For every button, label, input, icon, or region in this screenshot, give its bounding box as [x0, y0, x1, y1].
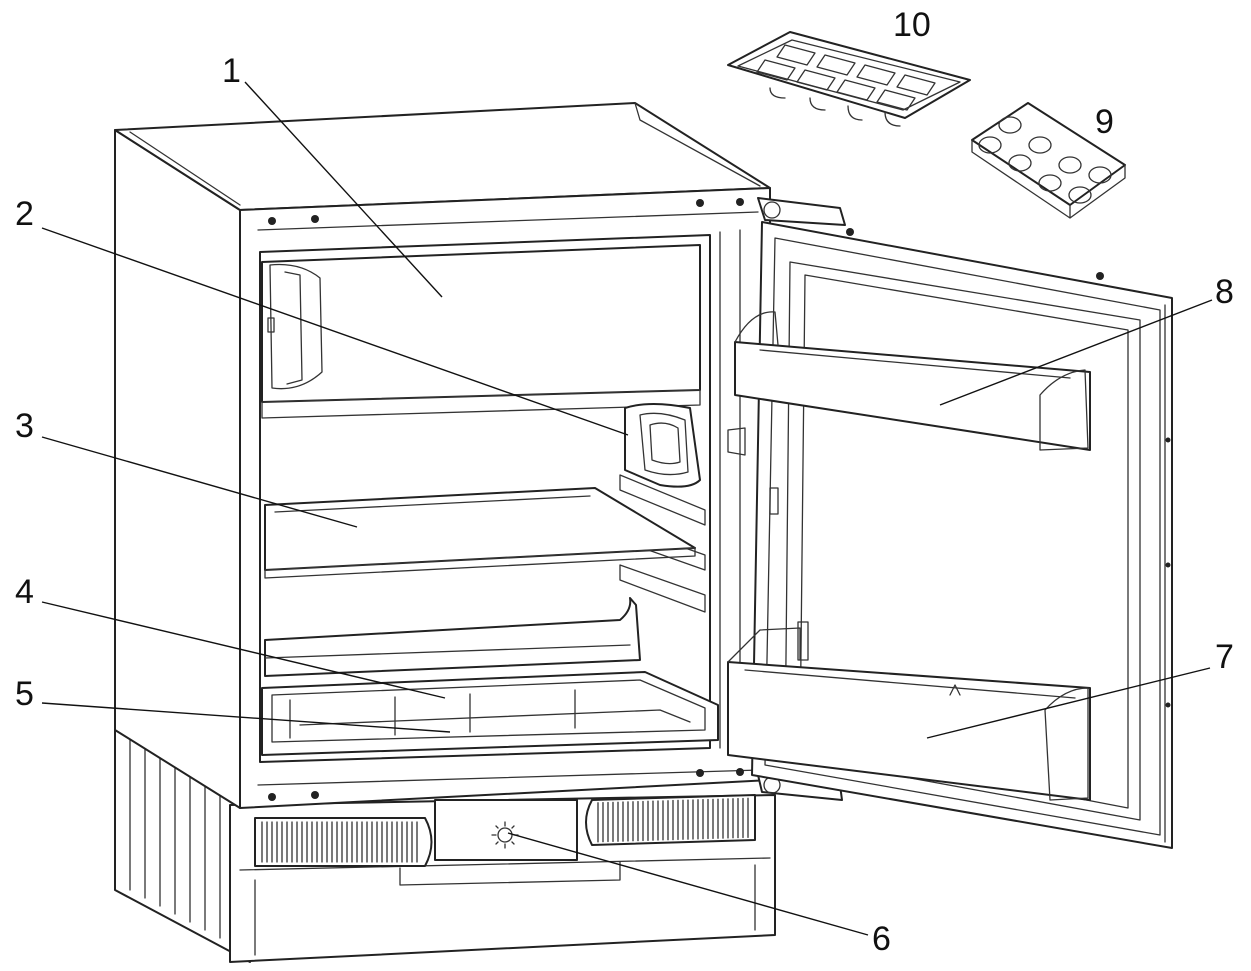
door-balcony-upper	[734, 311, 1091, 451]
glass-shelf	[264, 487, 696, 579]
vent-grille-left	[254, 817, 433, 867]
label-3: 3	[15, 407, 34, 445]
crisper-drawer	[261, 671, 719, 756]
freezer-compartment	[261, 244, 701, 419]
vent-grille-right	[585, 794, 756, 846]
light-housing	[624, 403, 701, 488]
label-10: 10	[893, 6, 931, 44]
label-8: 8	[1215, 273, 1234, 311]
ice-cube-tray	[727, 31, 971, 127]
callout-labels: 1 2 3 4 5 6 7 8 9 10	[15, 6, 1234, 958]
egg-tray	[971, 102, 1126, 219]
label-2: 2	[15, 195, 34, 233]
label-9: 9	[1095, 103, 1114, 141]
door-balcony-lower	[727, 621, 1091, 801]
label-1: 1	[222, 52, 241, 90]
crisper-cover	[264, 597, 641, 677]
label-4: 4	[15, 573, 34, 611]
hinge-top	[757, 197, 846, 226]
label-6: 6	[872, 920, 891, 958]
label-5: 5	[15, 675, 34, 713]
leader-lines	[41, 81, 1213, 936]
label-7: 7	[1215, 638, 1234, 676]
control-panel	[434, 799, 578, 861]
